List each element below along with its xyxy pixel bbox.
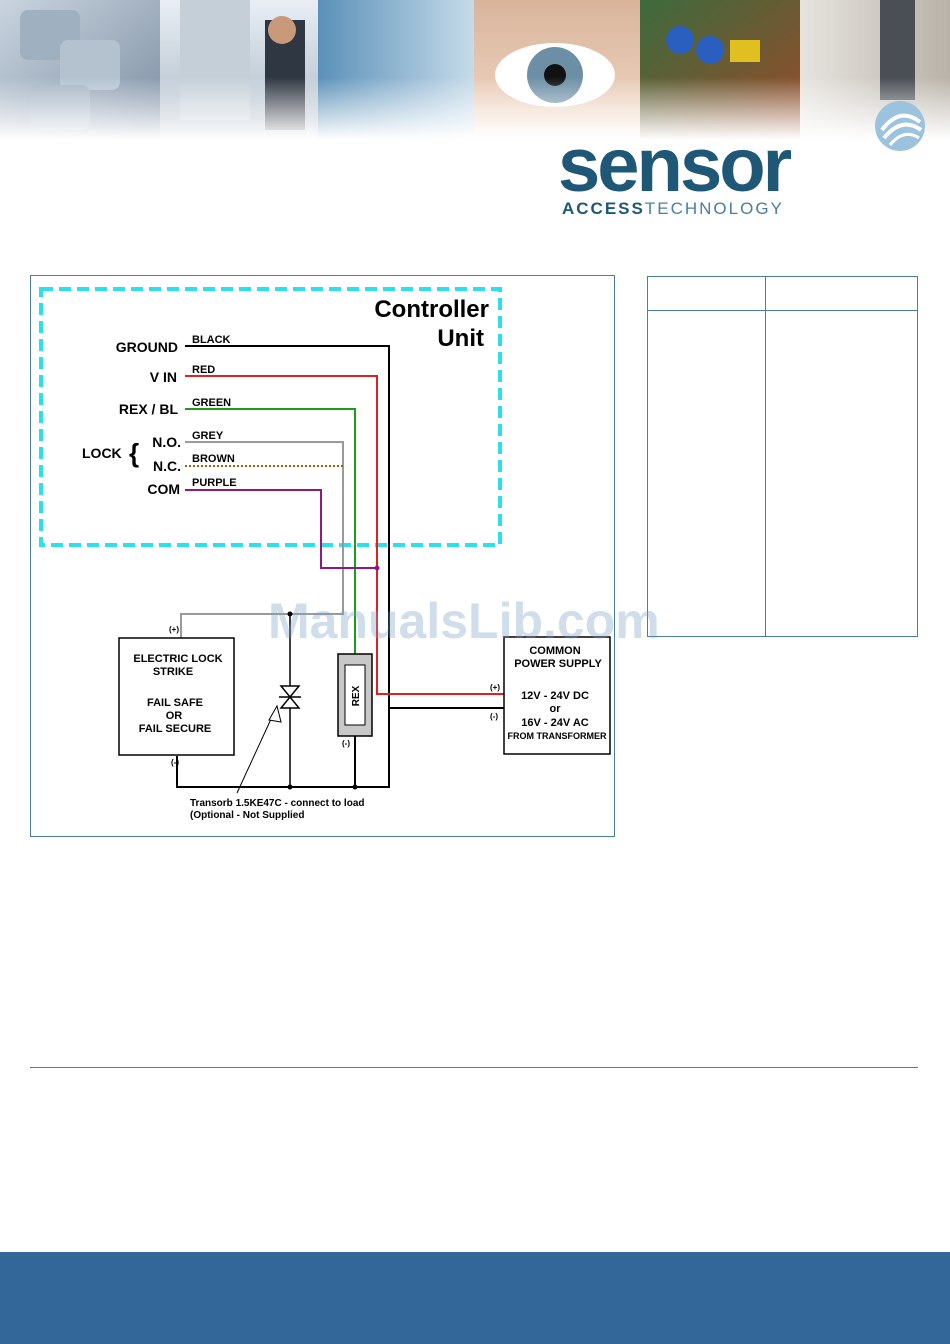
transorb-pointer-head <box>268 704 282 723</box>
wire-red-label: RED <box>192 364 215 376</box>
wire-grey <box>180 441 344 638</box>
psu-minus-label: (-) <box>490 712 498 721</box>
wire-red <box>185 375 506 695</box>
wire-green-label: GREEN <box>192 397 231 409</box>
brand-sub-technology: TECHNOLOGY <box>644 199 784 218</box>
page-divider <box>30 1067 918 1068</box>
lock-brace-icon: { <box>129 438 139 468</box>
lock-line5: FAIL SECURE <box>139 723 212 735</box>
lock-plus-label: (+) <box>169 625 179 634</box>
rex-label: REX <box>351 685 362 706</box>
brand-sub-access: ACCESS <box>562 199 645 218</box>
electric-lock-box <box>118 637 235 756</box>
psu-line1: COMMON <box>529 645 580 657</box>
side-table-header-rule <box>648 310 917 311</box>
psu-line3: 12V - 24V DC <box>521 690 589 702</box>
psu-line4: or <box>550 703 562 715</box>
junction-dot <box>374 565 380 571</box>
terminal-vin-label: V IN <box>150 369 177 385</box>
terminal-nc-label: N.C. <box>153 458 181 474</box>
transorb-note-line2: (Optional - Not Supplied <box>190 810 304 821</box>
watermark: ManualsLib.com <box>268 593 660 649</box>
footer-band <box>0 1252 950 1344</box>
terminal-no-label: N.O. <box>152 434 181 450</box>
lock-line4: OR <box>166 710 183 722</box>
controller-title-line2: Unit <box>437 325 484 352</box>
psu-line6: FROM TRANSFORMER <box>508 731 607 741</box>
wire-green <box>185 408 356 654</box>
lock-line3: FAIL SAFE <box>147 697 203 709</box>
terminal-rex-bl-label: REX / BL <box>119 401 179 417</box>
side-table <box>647 276 918 637</box>
wiring-diagram: Controller Unit GROUND V IN REX / BL LOC… <box>30 275 615 837</box>
junction-dot <box>287 611 293 617</box>
wire-black-label: BLACK <box>192 334 231 346</box>
power-supply-box <box>503 636 611 755</box>
controller-unit-box <box>39 287 502 547</box>
psu-line5: 16V - 24V AC <box>521 717 589 729</box>
brand-logo-word: sensor <box>558 123 792 208</box>
controller-title-line1: Controller <box>374 296 489 323</box>
lock-minus-label: (-) <box>171 758 179 767</box>
terminal-com-label: COM <box>147 481 180 497</box>
transorb-note-line1: Transorb 1.5KE47C - connect to load <box>190 798 364 809</box>
terminal-ground-label: GROUND <box>116 339 178 355</box>
rex-minus-label: (-) <box>342 739 350 748</box>
psu-plus-label: (+) <box>490 683 500 692</box>
wire-grey-label: GREY <box>192 430 224 442</box>
terminal-lock-label: LOCK <box>82 445 122 461</box>
header-photo-banner <box>0 0 950 140</box>
logo-swirl-icon <box>875 101 925 151</box>
wire-purple <box>185 489 377 569</box>
wire-purple-label: PURPLE <box>192 477 237 489</box>
lock-line2: STRIKE <box>153 666 193 678</box>
side-table-column-rule <box>765 277 766 636</box>
junction-dot <box>352 784 358 790</box>
lock-line1: ELECTRIC LOCK <box>133 653 222 665</box>
transorb-diode-icon <box>279 685 301 709</box>
rex-inner <box>344 664 366 726</box>
banner-photos <box>0 0 950 140</box>
wire-brown-label: BROWN <box>192 453 235 465</box>
brand-logo-subtitle: ACCESSTECHNOLOGY <box>562 200 784 217</box>
junction-dot <box>287 784 293 790</box>
psu-line2: POWER SUPPLY <box>514 658 602 670</box>
wiring-diagram-svg: Controller Unit GROUND V IN REX / BL LOC… <box>39 287 611 821</box>
